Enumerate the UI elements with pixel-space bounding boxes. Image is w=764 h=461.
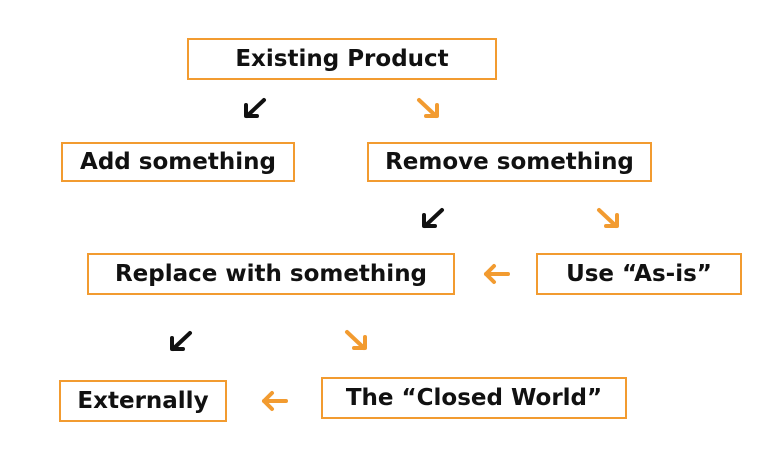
node-add-something-label: Add something <box>80 149 276 175</box>
node-externally: Externally <box>59 380 227 422</box>
arrow-down-left-icon <box>170 331 192 351</box>
node-remove-something-label: Remove something <box>385 149 634 175</box>
node-remove-something: Remove something <box>367 142 652 182</box>
node-replace-with-something-label: Replace with something <box>114 261 428 287</box>
node-externally-label: Externally <box>77 388 209 414</box>
arrow-down-right-icon <box>417 98 439 118</box>
arrow-down-right-icon <box>345 330 367 350</box>
node-use-as-is-label: Use “As-is” <box>566 261 712 287</box>
node-use-as-is: Use “As-is” <box>536 253 742 295</box>
node-existing-product-label: Existing Product <box>235 46 449 72</box>
arrow-left-icon <box>262 391 288 411</box>
arrow-down-left-icon <box>422 208 444 228</box>
node-add-something: Add something <box>61 142 295 182</box>
arrow-left-icon <box>484 264 510 284</box>
arrow-down-left-icon <box>244 98 266 118</box>
node-closed-world: The “Closed World” <box>321 377 627 419</box>
arrow-down-right-icon <box>597 208 619 228</box>
node-replace-with-something: Replace with something <box>87 253 455 295</box>
node-existing-product: Existing Product <box>187 38 497 80</box>
node-closed-world-label: The “Closed World” <box>345 385 603 411</box>
